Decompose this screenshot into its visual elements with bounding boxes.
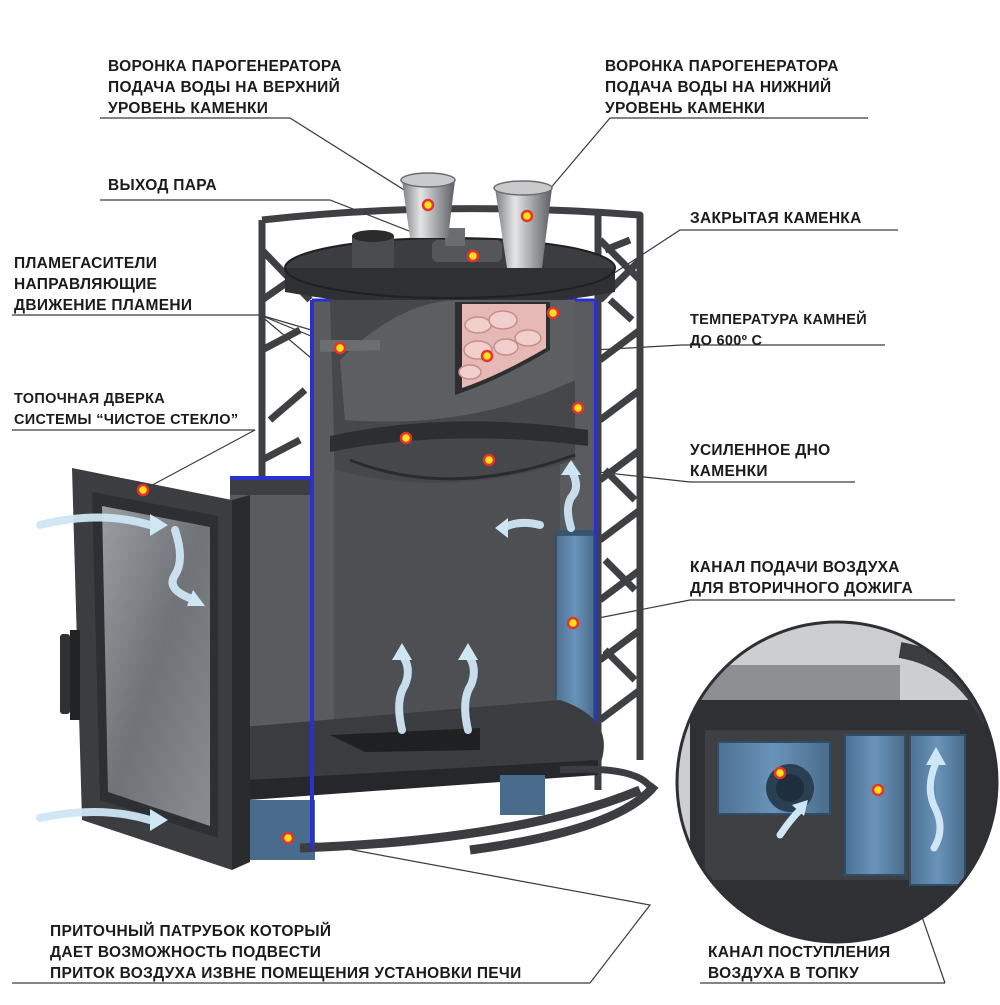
leader-inlet-pipe [287, 837, 652, 984]
leader-funnel-upper [100, 117, 429, 206]
leader-secondary-air [572, 599, 955, 624]
firebox-door [60, 468, 250, 870]
label-line: ЗАКРЫТАЯ КАМЕНКА [690, 210, 862, 227]
marker-funnel-upper [421, 198, 435, 212]
label-line: КАНАЛ ПОСТУПЛЕНИЯ [708, 944, 891, 961]
label-line: ПЛАМЕГАСИТЕЛИ [14, 255, 158, 272]
marker-steam-outlet [466, 249, 480, 263]
steam-funnels [400, 172, 553, 268]
label-line: ДАЕТ ВОЗМОЖНОСТЬ ПОДВЕСТИ [50, 944, 322, 961]
label-line: НАПРАВЛЯЮЩИЕ [14, 276, 158, 293]
label-stone-temperature: ТЕМПЕРАТУРА КАМНЕЙ ДО 600º С [690, 310, 867, 352]
label-line: ПРИТОЧНЫЙ ПАТРУБОК КОТОРЫЙ [50, 923, 332, 940]
marker-flame-damper-1 [333, 341, 347, 355]
label-line: ВЫХОД ПАРА [108, 177, 218, 194]
label-secondary-air-channel: КАНАЛ ПОДАЧИ ВОЗДУХА ДЛЯ ВТОРИЧНОГО ДОЖИ… [690, 557, 913, 599]
label-line: ДЛЯ ВТОРИЧНОГО ДОЖИГА [690, 580, 914, 597]
label-line: ВОЗДУХА В ТОПКУ [708, 965, 860, 982]
label-line: СИСТЕМЫ “ЧИСТОЕ СТЕКЛО” [14, 412, 239, 428]
marker-closed-heater [546, 306, 560, 320]
label-line: ПРИТОК ВОЗДУХА ИЗВНЕ ПОМЕЩЕНИЯ УСТАНОВКИ… [50, 965, 522, 982]
label-line: УРОВЕНЬ КАМЕНКИ [605, 100, 766, 117]
callout-markers [136, 198, 885, 845]
label-line: УРОВЕНЬ КАМЕНКИ [108, 100, 269, 117]
label-line: ДВИЖЕНИЕ ПЛАМЕНИ [14, 297, 193, 314]
label-funnel-lower: ВОРОНКА ПАРОГЕНЕРАТОРА ПОДАЧА ВОДЫ НА НИ… [605, 56, 839, 119]
marker-inlet-pipe [281, 831, 295, 845]
marker-reinforced-bottom [482, 453, 496, 467]
label-steam-outlet: ВЫХОД ПАРА [108, 175, 217, 196]
label-line: КАМЕНКИ [690, 463, 768, 480]
label-line: КАНАЛ ПОДАЧИ ВОЗДУХА [690, 559, 900, 576]
label-line: ДО 600º С [690, 333, 763, 349]
label-firebox-air-channel: КАНАЛ ПОСТУПЛЕНИЯ ВОЗДУХА В ТОПКУ [708, 942, 890, 984]
label-funnel-upper: ВОРОНКА ПАРОГЕНЕРАТОРА ПОДАЧА ВОДЫ НА ВЕ… [108, 56, 342, 119]
marker-secondary-air [566, 616, 580, 630]
marker-firebox-door [136, 483, 150, 497]
funnel-lower-cup [495, 188, 552, 268]
airflow-arrows [36, 466, 580, 824]
label-line: УСИЛЕННОЕ ДНО [690, 442, 831, 459]
marker-flame-damper-3 [571, 401, 585, 415]
marker-stones [480, 349, 494, 363]
label-closed-heater: ЗАКРЫТАЯ КАМЕНКА [690, 208, 862, 229]
label-line: ВОРОНКА ПАРОГЕНЕРАТОРА [605, 58, 839, 75]
label-inlet-pipe: ПРИТОЧНЫЙ ПАТРУБОК КОТОРЫЙ ДАЕТ ВОЗМОЖНО… [50, 921, 522, 984]
airflow-arrowheads [150, 460, 581, 831]
heater-chamber [320, 300, 588, 483]
firebox-floor [230, 478, 659, 860]
label-line: ВОРОНКА ПАРОГЕНЕРАТОРА [108, 58, 342, 75]
label-firebox-door: ТОПОЧНАЯ ДВЕРКА СИСТЕМЫ “ЧИСТОЕ СТЕКЛО” [14, 389, 238, 431]
label-reinforced-bottom: УСИЛЕННОЕ ДНО КАМЕНКИ [690, 440, 830, 482]
label-line: ТЕМПЕРАТУРА КАМНЕЙ [690, 312, 867, 328]
heater-top [284, 228, 616, 307]
label-flame-dampers: ПЛАМЕГАСИТЕЛИ НАПРАВЛЯЮЩИЕ ДВИЖЕНИЕ ПЛАМ… [14, 253, 192, 316]
marker-zoom-inlet [773, 766, 787, 780]
marker-funnel-lower [520, 209, 534, 223]
leader-firebox-door [12, 429, 256, 491]
zoom-detail [675, 620, 999, 944]
label-line: ПОДАЧА ВОДЫ НА ВЕРХНИЙ [108, 79, 341, 96]
marker-flame-damper-2 [399, 431, 413, 445]
label-line: ТОПОЧНАЯ ДВЕРКА [14, 391, 166, 407]
label-line: ПОДАЧА ВОДЫ НА НИЖНИЙ [605, 79, 832, 96]
marker-firebox-air [871, 783, 885, 797]
leader-funnel-lower [526, 117, 868, 217]
